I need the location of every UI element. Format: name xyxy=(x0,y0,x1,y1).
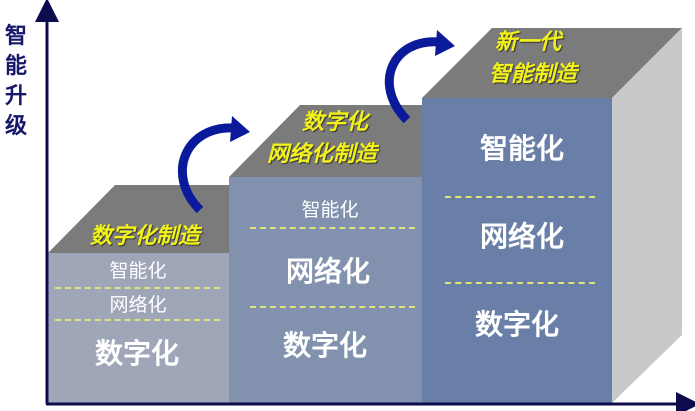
stage1-top-face xyxy=(48,185,229,253)
upgrade-arrow-2 xyxy=(384,30,455,124)
y-axis-label: 智能升级 xyxy=(4,24,27,139)
stage2-title-line1: 数字化 xyxy=(301,110,369,135)
stage3-layer-intelligent: 智能化 xyxy=(479,132,565,165)
divider xyxy=(55,319,220,321)
stage1-layer-intelligent: 智能化 xyxy=(109,260,167,282)
divider xyxy=(250,306,415,308)
stage3-side-face xyxy=(612,28,682,403)
stage3-layer-network: 网络化 xyxy=(479,220,565,253)
stage2-front-face xyxy=(229,177,422,403)
stage3-layer-digital: 数字化 xyxy=(474,308,560,341)
upgrade-arrow-1 xyxy=(178,116,250,214)
stage3-title-line1: 新一代 xyxy=(494,30,562,55)
stage2-layer-digital: 数字化 xyxy=(282,329,368,362)
stage2-top-face xyxy=(229,105,422,177)
stage1-layer-digital: 数字化 xyxy=(94,337,180,370)
stage1-front-face xyxy=(48,253,229,403)
divider xyxy=(55,287,220,289)
divider xyxy=(250,227,415,229)
stage2-title-line2: 网络化制造 xyxy=(266,142,378,167)
stage2-layer-intelligent: 智能化 xyxy=(301,199,359,221)
stage1-title: 数字化制造 xyxy=(89,224,201,249)
divider xyxy=(445,196,595,198)
divider xyxy=(445,282,595,284)
stage2-layer-network: 网络化 xyxy=(285,255,371,288)
stage3-front-face xyxy=(422,98,612,403)
stage3-top-face xyxy=(422,28,682,98)
stage1-layer-network: 网络化 xyxy=(109,294,167,316)
stage3-title-line2: 智能制造 xyxy=(488,62,578,87)
